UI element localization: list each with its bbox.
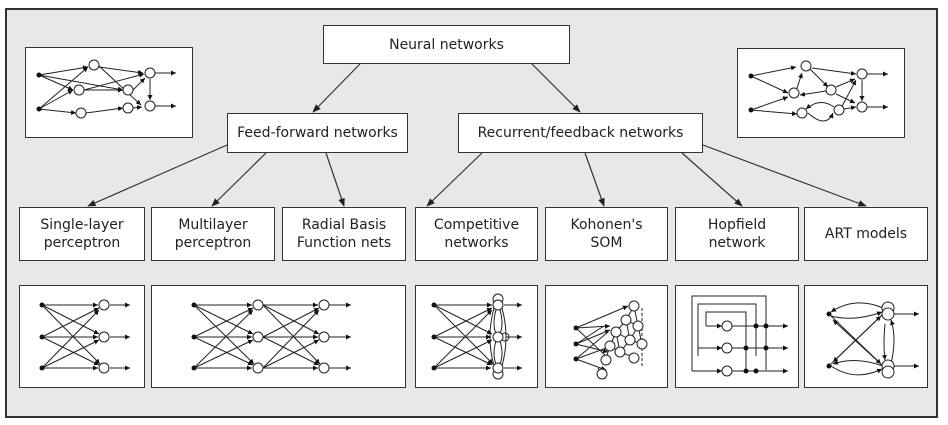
category-label: Recurrent/feedback networks [477, 125, 684, 141]
category-feed-forward: Feed-forward networks [227, 113, 408, 153]
edge-root-feedforward [312, 63, 361, 113]
multilayer-perceptron-illustration [151, 285, 406, 388]
leaf-hopfield-network: Hopfield network [675, 207, 799, 261]
leaf-label: ART models [824, 226, 908, 242]
competitive-network-illustration [415, 285, 538, 388]
art-model-illustration [804, 285, 928, 388]
leaf-multilayer-perceptron: Multilayer perceptron [151, 207, 275, 261]
edge-ff-multi [211, 152, 267, 207]
leaf-label: Competitive networks [433, 217, 520, 251]
hopfield-network-illustration [675, 285, 799, 388]
kohonen-som-illustration [545, 285, 668, 388]
root-node-neural-networks: Neural networks [323, 25, 570, 64]
category-label: Feed-forward networks [237, 125, 398, 141]
leaf-competitive-networks: Competitive networks [415, 207, 538, 261]
category-recurrent: Recurrent/feedback networks [458, 113, 703, 153]
leaf-label: Kohonen's SOM [570, 217, 643, 251]
leaf-single-layer-perceptron: Single-layer perceptron [19, 207, 145, 261]
recurrent-example-illustration [737, 48, 905, 138]
edge-rec-art [702, 144, 867, 207]
leaf-art-models: ART models [804, 207, 928, 261]
edge-root-recurrent [531, 63, 581, 113]
edge-ff-rbf [325, 152, 345, 207]
edge-rec-competitive [426, 152, 483, 207]
root-label: Neural networks [389, 36, 504, 53]
edge-rec-hopfield [681, 152, 743, 207]
leaf-label: Multilayer perceptron [174, 217, 252, 251]
single-layer-perceptron-illustration [19, 285, 145, 388]
edge-ff-single [87, 144, 228, 207]
leaf-label: Single-layer perceptron [40, 217, 124, 251]
leaf-radial-basis-function: Radial Basis Function nets [282, 207, 406, 261]
edge-rec-kohonen [584, 152, 605, 207]
leaf-label: Radial Basis Function nets [296, 217, 392, 251]
feed-forward-example-illustration [25, 47, 193, 138]
leaf-kohonen-som: Kohonen's SOM [545, 207, 668, 261]
leaf-label: Hopfield network [707, 217, 767, 251]
